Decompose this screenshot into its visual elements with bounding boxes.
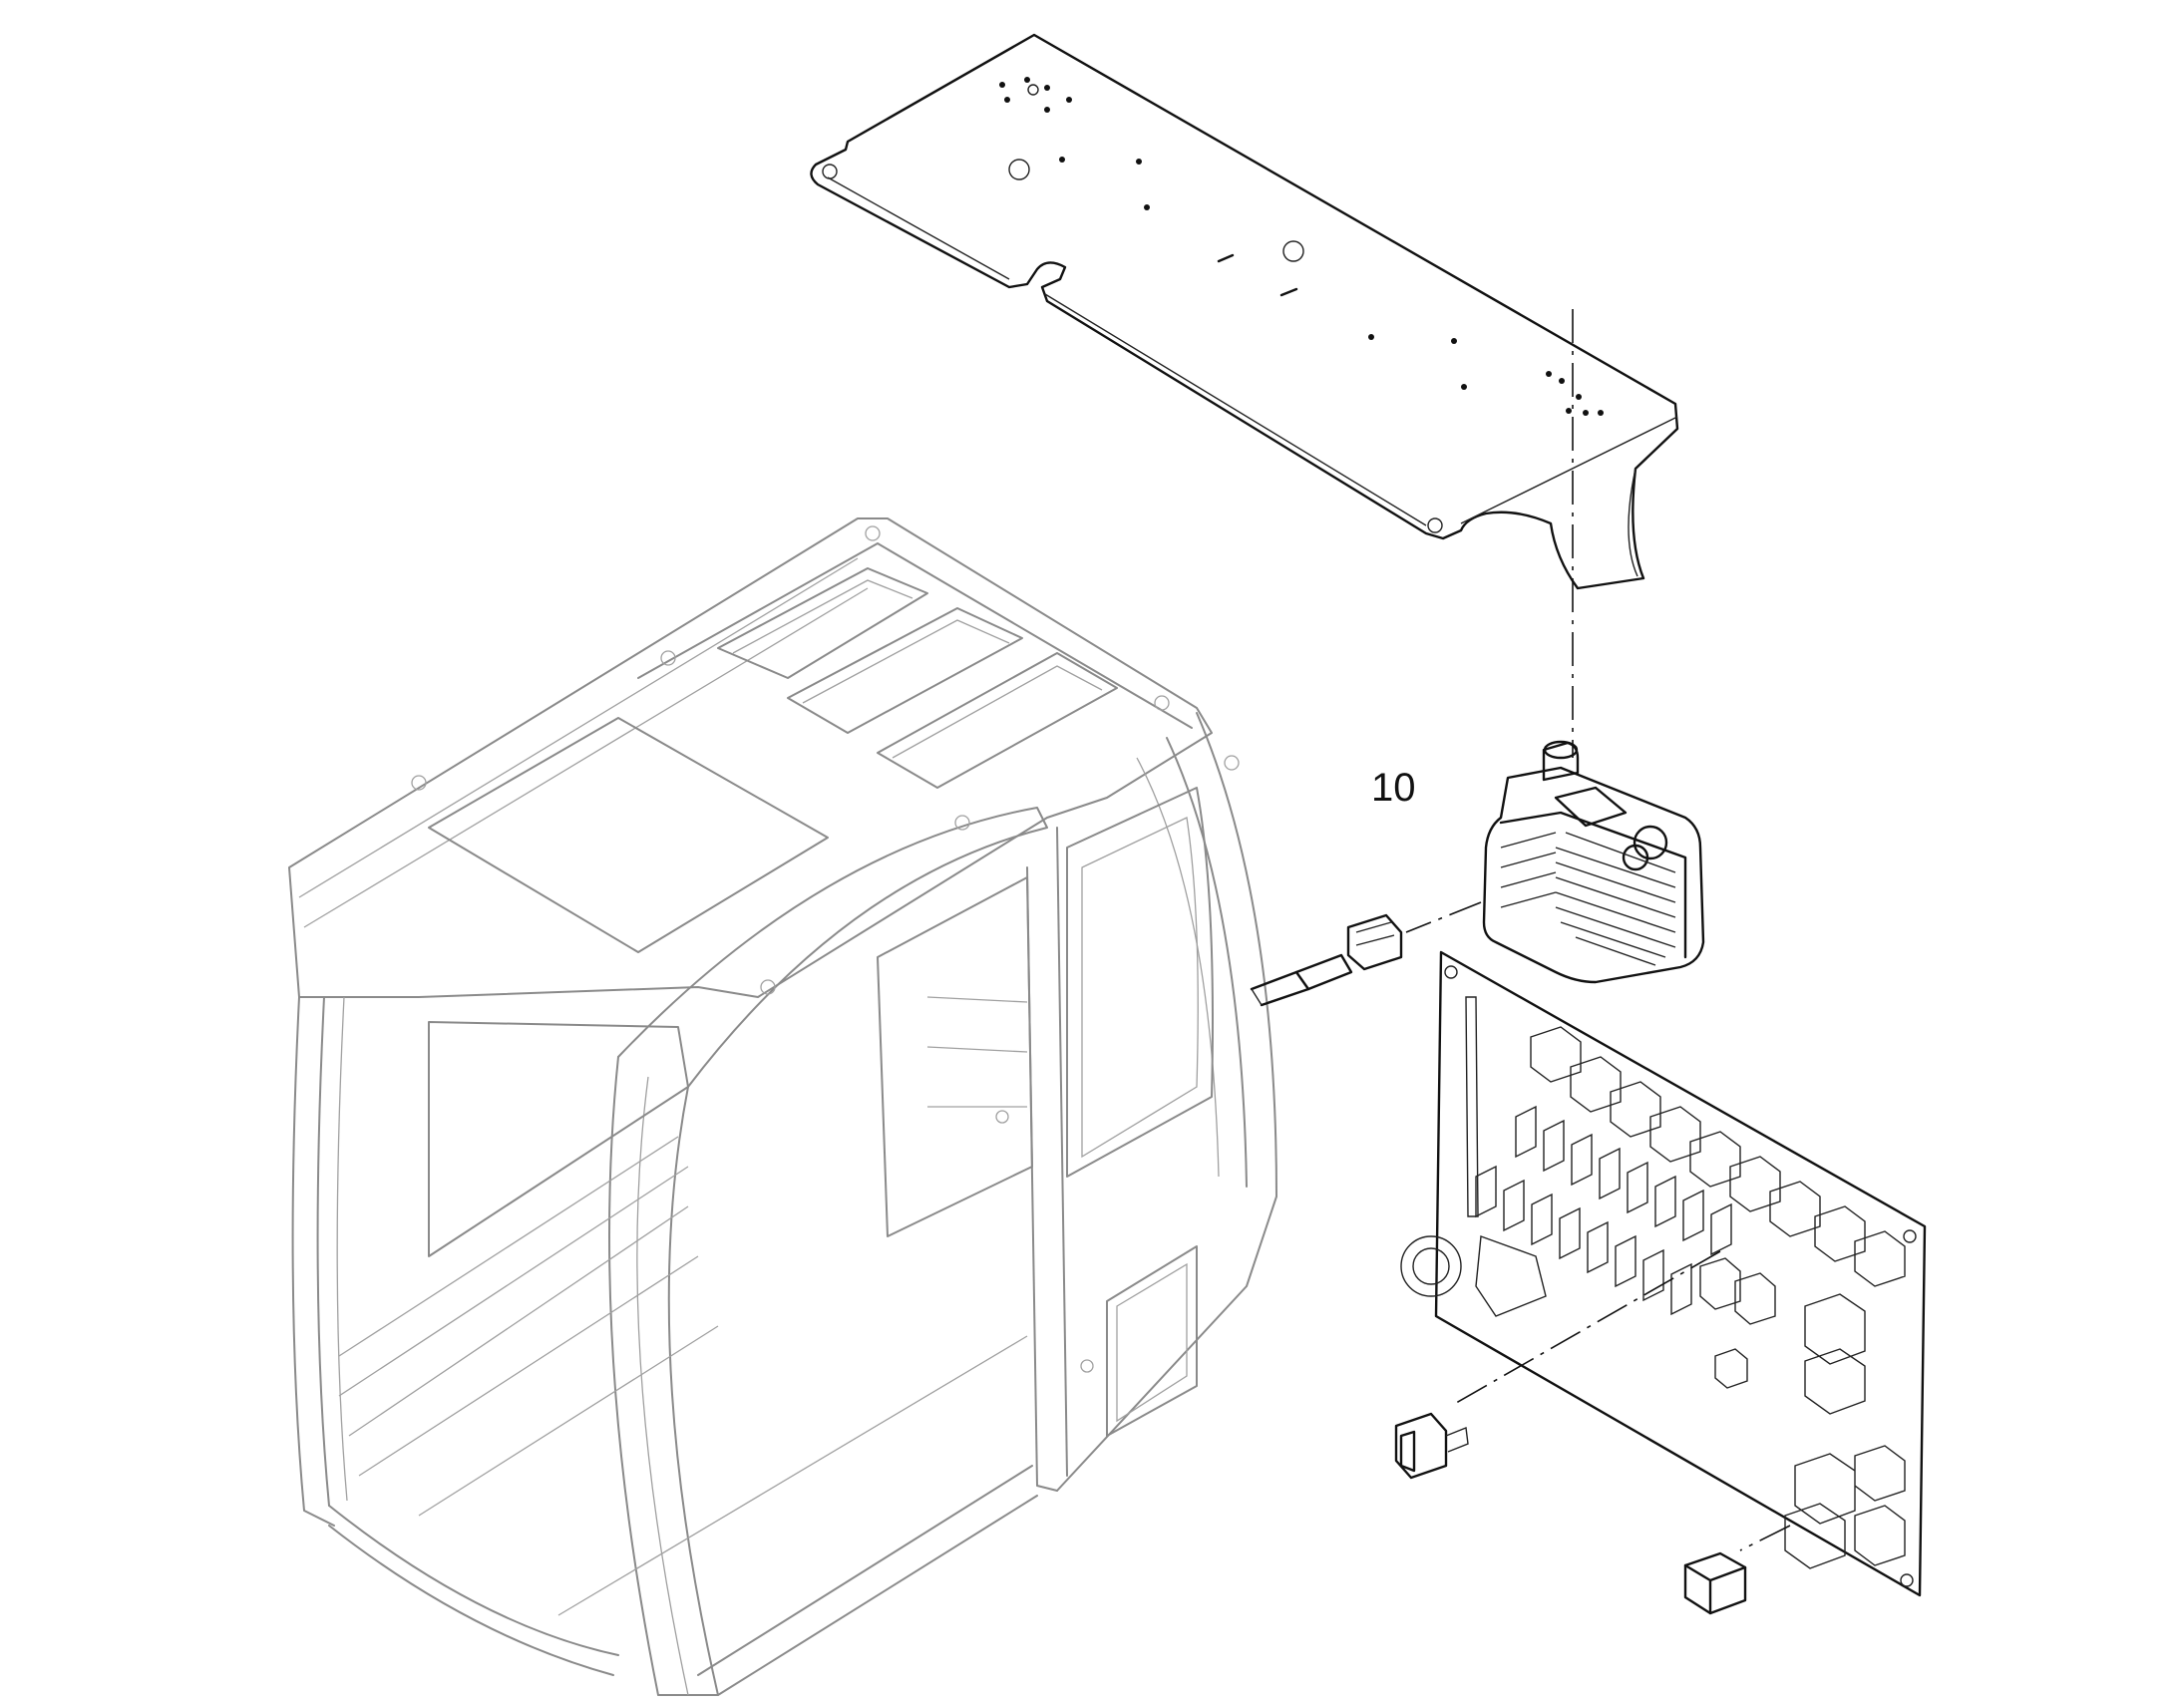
callout-work-light: 10	[1371, 766, 1416, 810]
fuse-drawing	[1394, 1412, 1469, 1480]
relay-drawing	[1683, 1551, 1747, 1615]
leader-line-board-to-relay	[1739, 1525, 1791, 1551]
connector-plug-drawing	[1250, 913, 1403, 1007]
work-light-drawing	[1482, 740, 1705, 984]
leader-line-light-to-connector	[1405, 901, 1482, 933]
leader-line-board-to-fuse	[1450, 1250, 1721, 1407]
roof-panel-drawing	[810, 33, 1679, 590]
fuse-relay-board-drawing	[1400, 950, 1927, 1597]
cab-frame-drawing	[288, 517, 1277, 1696]
